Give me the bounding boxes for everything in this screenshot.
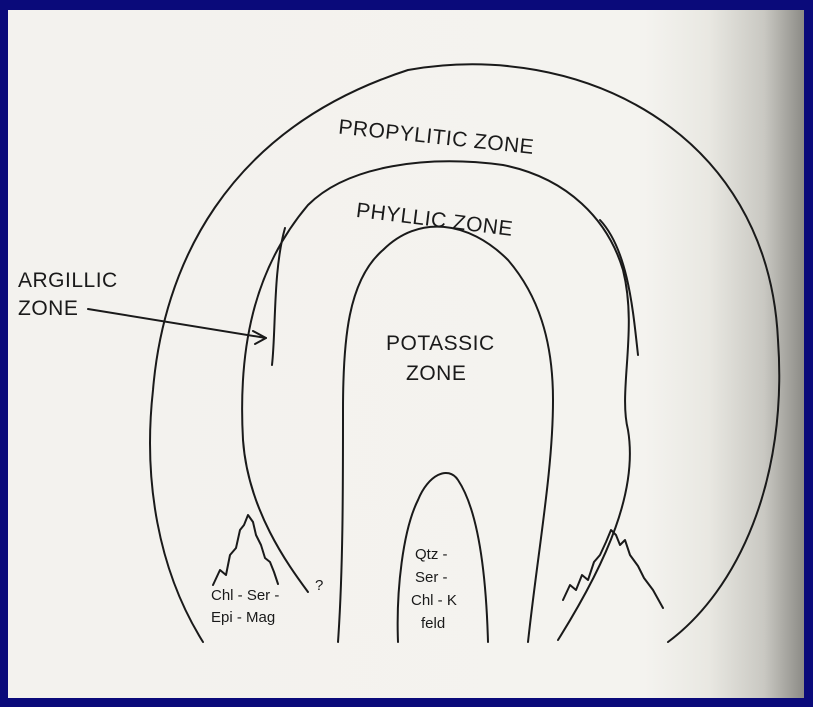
label-argillic: ARGILLIC (18, 269, 118, 292)
label-phyllic-zone: PHYLLIC ZONE (355, 199, 514, 241)
argillic-right-line (600, 220, 638, 355)
core-mineral-line-3: Chl - K (411, 592, 457, 609)
label-potassic-zone: ZONE (406, 362, 466, 385)
label-potassic: POTASSIC (386, 332, 495, 355)
alteration-zone-diagram: PROPYLITIC ZONE PHYLLIC ZONE ARGILLIC ZO… (8, 10, 804, 698)
label-argillic-zone: ZONE (18, 297, 78, 320)
core-mineral-line-1: Qtz - (415, 546, 448, 563)
argillic-leader-line (88, 309, 266, 338)
scanned-page: PROPYLITIC ZONE PHYLLIC ZONE ARGILLIC ZO… (8, 10, 804, 698)
outer-mineral-line-1: Chl - Ser - (211, 587, 279, 604)
core-mineral-line-2: Ser - (415, 569, 448, 586)
jagged-boundary-left (213, 515, 278, 585)
jagged-boundary-right (563, 530, 663, 608)
uncertain-question-mark: ? (315, 577, 323, 594)
label-propylitic-zone: PROPYLITIC ZONE (337, 116, 535, 159)
outer-mineral-line-2: Epi - Mag (211, 609, 275, 626)
core-mineral-line-4: feld (421, 615, 445, 632)
